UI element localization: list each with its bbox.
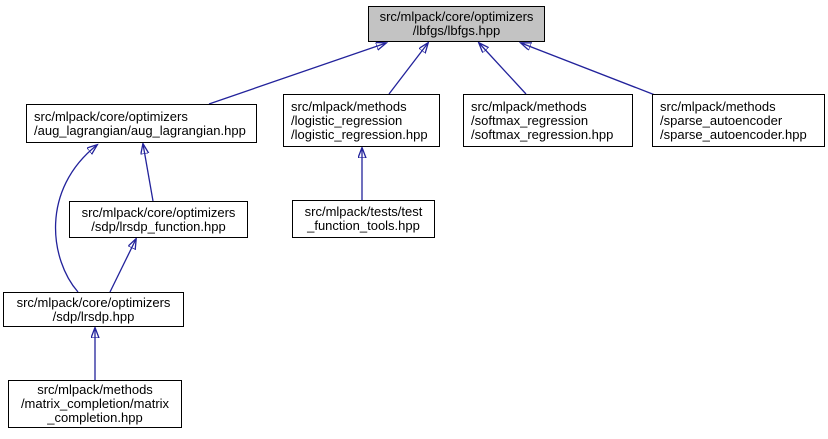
node-label: src/mlpack/core/optimizers /lbfgs/lbfgs.… xyxy=(379,9,534,38)
edge-aug-lagrangian-to-lbfgs xyxy=(208,43,386,105)
node-label: src/mlpack/methods /matrix_completion/ma… xyxy=(20,382,170,425)
edge-lrsdp-to-aug-lagrangian xyxy=(54,145,97,293)
node-sparse-autoencoder[interactable]: src/mlpack/methods /sparse_autoencoder /… xyxy=(652,94,825,147)
edge-sparse-autoencoder-to-lbfgs xyxy=(521,43,656,96)
node-label: src/mlpack/methods /logistic_regression … xyxy=(291,98,428,142)
node-label: src/mlpack/methods /sparse_autoencoder /… xyxy=(660,98,807,142)
edge-lrsdp-to-lrsdp-function xyxy=(109,239,136,293)
node-softmax-regression[interactable]: src/mlpack/methods /softmax_regression /… xyxy=(463,94,633,147)
node-label: src/mlpack/core/optimizers /aug_lagrangi… xyxy=(34,108,246,138)
edge-logistic-regression-to-lbfgs xyxy=(388,43,428,95)
node-label: src/mlpack/core/optimizers /sdp/lrsdp_fu… xyxy=(81,204,236,234)
node-lrsdp[interactable]: src/mlpack/core/optimizers /sdp/lrsdp.hp… xyxy=(3,292,184,327)
edge-softmax-regression-to-lbfgs xyxy=(479,43,527,95)
node-label: src/mlpack/methods /softmax_regression /… xyxy=(471,98,614,142)
edge-lrsdp-function-to-aug-lagrangian xyxy=(143,144,154,202)
node-label: src/mlpack/tests/test _function_tools.hp… xyxy=(304,204,423,233)
node-lbfgs[interactable]: src/mlpack/core/optimizers /lbfgs/lbfgs.… xyxy=(368,6,545,42)
node-matrix-completion[interactable]: src/mlpack/methods /matrix_completion/ma… xyxy=(8,380,182,428)
node-label: src/mlpack/core/optimizers /sdp/lrsdp.hp… xyxy=(16,294,171,324)
node-lrsdp-function[interactable]: src/mlpack/core/optimizers /sdp/lrsdp_fu… xyxy=(69,201,248,238)
node-aug-lagrangian[interactable]: src/mlpack/core/optimizers /aug_lagrangi… xyxy=(26,104,257,143)
node-test-function-tools[interactable]: src/mlpack/tests/test _function_tools.hp… xyxy=(292,200,435,238)
node-logistic-regression[interactable]: src/mlpack/methods /logistic_regression … xyxy=(283,94,440,147)
